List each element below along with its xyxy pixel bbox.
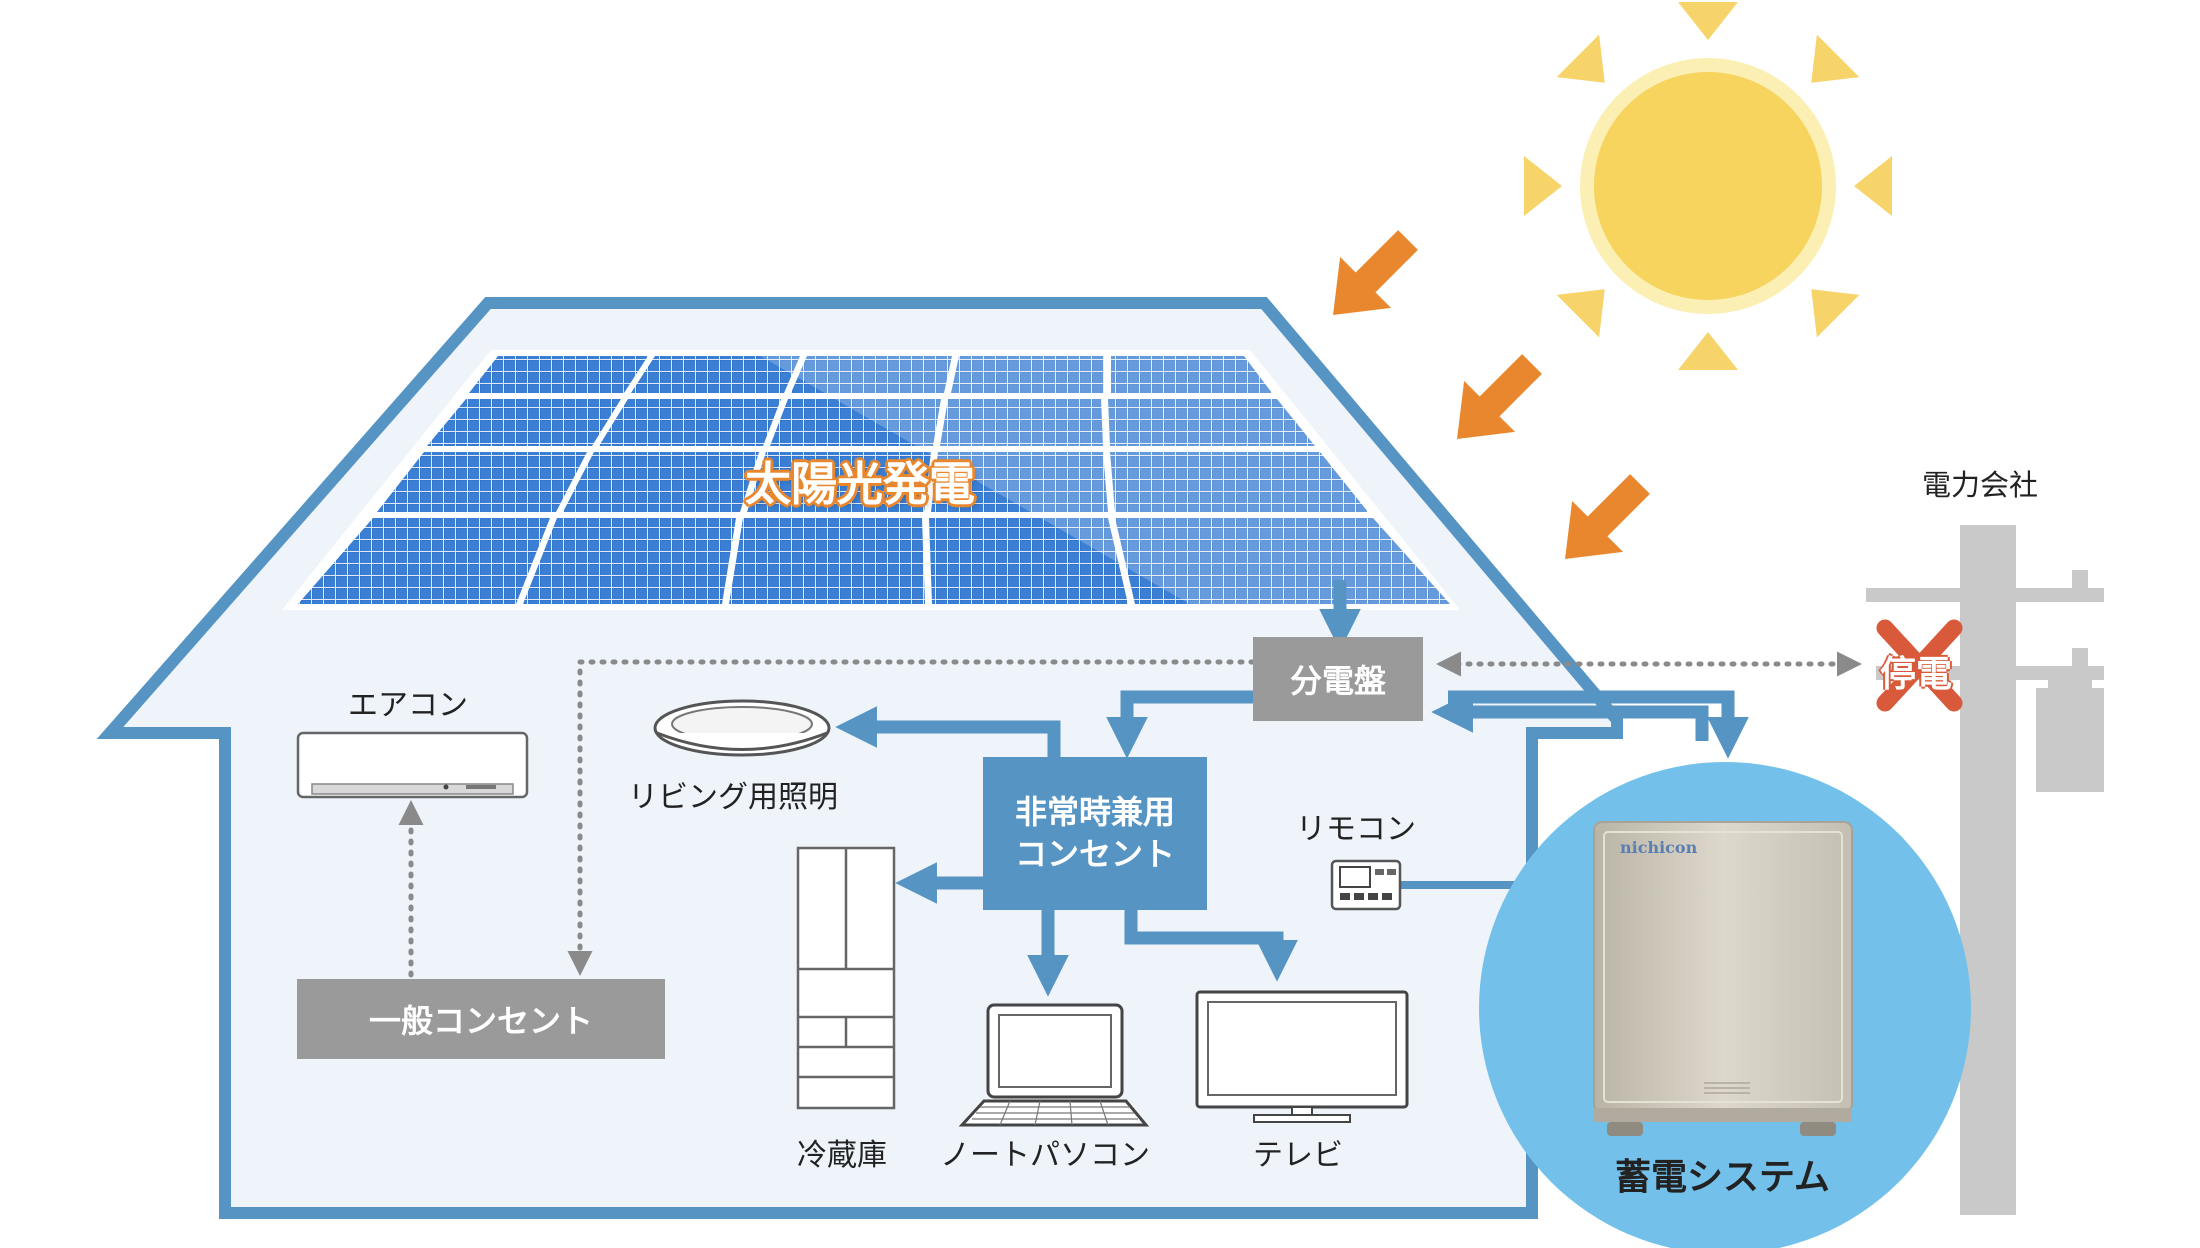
emergency-to-light-arrow [835,706,1061,757]
sun-icon [1524,2,1892,370]
battery-to-panel-arrow [1431,691,1709,741]
battery-unit-icon [1593,821,1853,1136]
solar-panel [427,399,621,446]
panel-to-emergency-arrow [1106,690,1253,759]
living-light-label: リビング用照明 [628,780,838,815]
emergency-outlet-label-line2: コンセント [1014,834,1175,873]
tv-icon [1195,990,1409,1123]
emergency-outlet-label-line1: 非常時兼用 [1014,792,1175,831]
panel-to-battery-arrow [1448,690,1749,759]
solar-panel [770,399,941,446]
solar-panel [1115,518,1450,604]
panel-to-general-outlet-line [567,659,1256,976]
general-outlet-box: 一般コンセント [297,979,665,1059]
solar-panel [931,452,1108,512]
outage-cross-icon [1876,619,1963,712]
solar-label: 太陽光発電 [745,457,975,511]
tv-label: テレビ [1253,1138,1343,1173]
solar-panel [951,356,1104,393]
emergency-outlet-box: 非常時兼用 コンセント [983,757,1207,910]
solar-panel [1110,452,1368,512]
solar-panel [631,356,800,393]
remote-controller-icon [1330,859,1402,911]
general-outlet-label: 一般コンセント [368,1002,593,1040]
ceiling-light-icon [653,699,831,757]
solar-panel [377,452,587,512]
solar-panel [729,518,925,604]
outage-label: 停電 [1880,654,1953,695]
solar-panel [298,518,550,604]
refrigerator-icon [796,846,896,1110]
battery-system-label: 蓄電システム [1615,1157,1830,1198]
laptop-icon [958,1003,1150,1127]
solar-panel [1111,356,1272,393]
aircon-label: エアコン [348,688,468,723]
power-company-label: 電力会社 [1922,468,2039,502]
solar-panel [747,452,931,512]
sunlight-arrow-icon [1333,230,1418,315]
solar-panel [523,518,736,604]
power-flow-arrows [835,580,1749,997]
sunlight-arrows [1333,230,1650,559]
battery-brand-label: nichicon [1620,838,1698,857]
panel-board-label: 分電盤 [1289,662,1386,700]
solar-panel [940,399,1103,446]
solar-panel-array [282,350,1460,610]
solar-panel [599,399,781,446]
utility-pole-icon [1866,525,2104,1215]
grid-connection-lines [398,651,1862,978]
laptop-label: ノートパソコン [940,1138,1150,1173]
sunlight-arrow-icon [1565,474,1650,559]
solar-panel [563,452,759,512]
solar-panel [1108,399,1315,446]
air-conditioner-icon [296,731,529,799]
fridge-label: 冷蔵庫 [797,1138,887,1173]
panel-board-box: 分電盤 [1253,637,1423,721]
remote-label: リモコン [1296,812,1416,847]
sunlight-arrow-icon [1457,354,1542,439]
solar-panel [469,356,648,393]
emergency-to-tv-arrow [1124,910,1298,982]
solar-panel [791,356,952,393]
solar-panel [929,518,1128,604]
